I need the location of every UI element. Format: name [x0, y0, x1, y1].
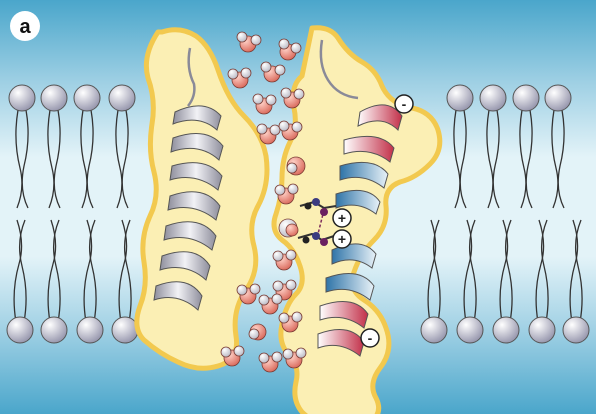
svg-text:-: - [368, 330, 373, 346]
charge-positive-1: + [332, 208, 352, 228]
lipid-heads-right [420, 84, 590, 344]
water-molecule [286, 156, 306, 176]
water-molecule [278, 38, 302, 61]
water-molecule [282, 347, 307, 369]
water-molecule [280, 87, 305, 109]
helix-right-lower [317, 243, 377, 357]
charge-negative-bottom: - [360, 328, 380, 348]
water-molecule [236, 31, 262, 53]
svg-text:-: - [402, 96, 407, 112]
water-molecule [260, 61, 286, 83]
protein-loop-right [319, 39, 359, 100]
charge-negative-top: - [394, 94, 414, 114]
svg-text:+: + [338, 210, 346, 226]
water-molecule [278, 218, 299, 238]
water-molecule [256, 123, 281, 145]
water-molecule [274, 183, 299, 205]
charge-positive-2: + [332, 229, 352, 249]
water-molecules [220, 31, 307, 373]
water-molecule [220, 345, 245, 367]
lipid-bilayer-right [427, 109, 583, 323]
water-molecule [252, 93, 277, 115]
panel-label: a [10, 11, 40, 41]
water-molecule [227, 67, 252, 89]
svg-text:+: + [338, 231, 346, 247]
water-molecule [258, 293, 283, 315]
lipid-heads-left [6, 84, 139, 344]
water-molecule [248, 323, 267, 341]
water-molecule [278, 311, 303, 333]
svg-text:a: a [19, 16, 31, 38]
water-molecule [272, 249, 297, 271]
water-molecule [258, 351, 283, 373]
water-molecule [236, 283, 261, 305]
protein-loop-left [187, 47, 196, 107]
helix-left [153, 105, 224, 311]
water-molecule [278, 120, 303, 141]
lipid-bilayer-left [13, 109, 132, 323]
helix-right-upper [335, 104, 403, 215]
salt-bridge [297, 198, 337, 246]
